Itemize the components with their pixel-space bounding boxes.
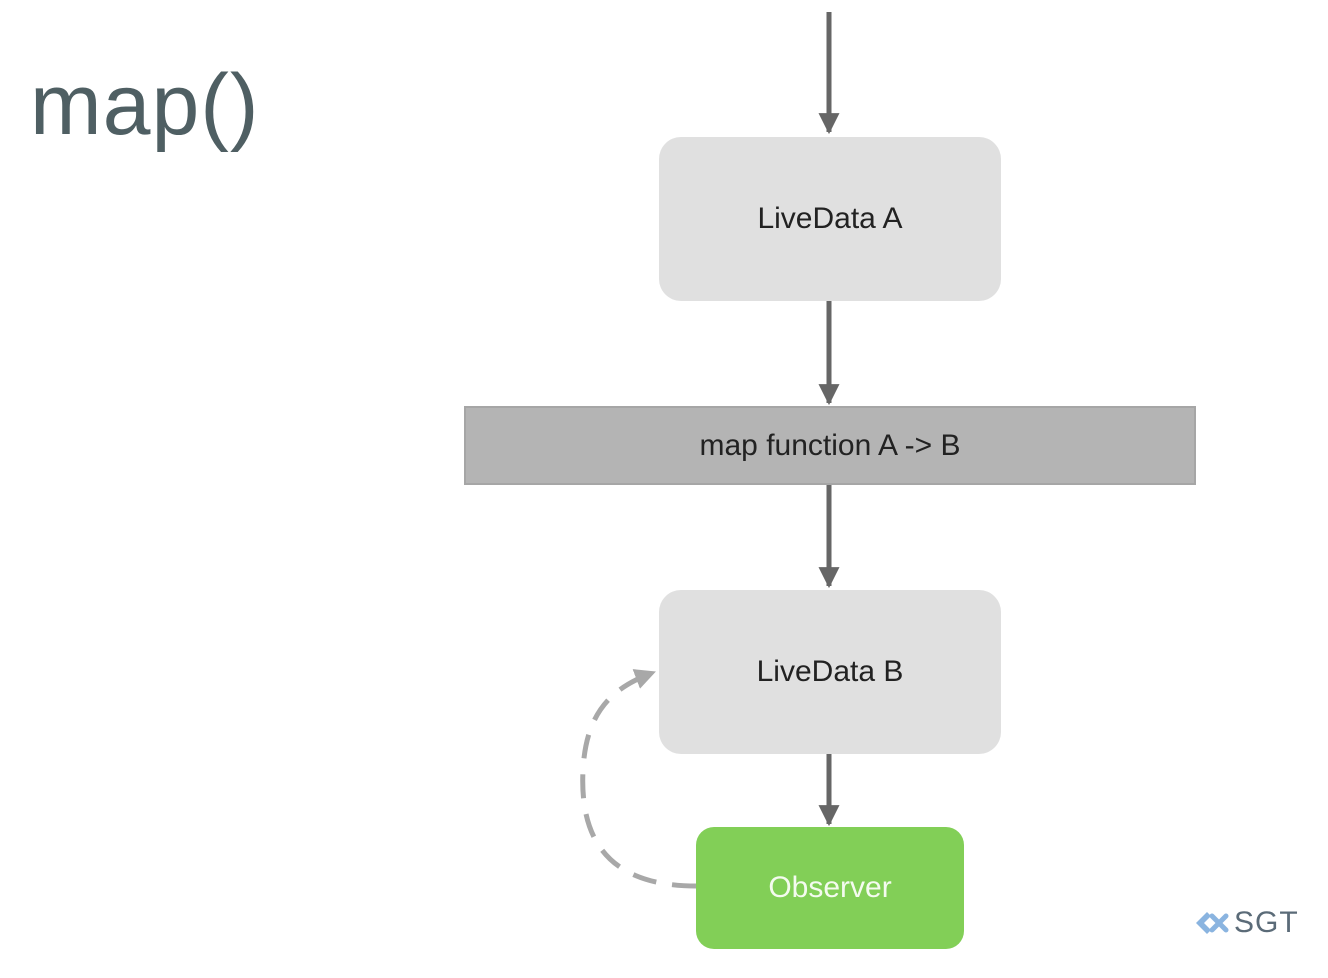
livedata-b-label: LiveData B — [756, 655, 904, 688]
livedata-a-label: LiveData A — [757, 202, 903, 235]
map-function-bar: map function A -> B — [464, 406, 1196, 485]
slide-title: map() — [30, 57, 260, 153]
observer-box: Observer — [696, 827, 964, 949]
brand-text: SGT — [1234, 906, 1299, 939]
map-function-label: map function A -> B — [699, 428, 961, 462]
x-diamond-icon — [1196, 912, 1229, 934]
livedata-a-box: LiveData A — [659, 137, 1001, 301]
livedata-b-box: LiveData B — [659, 590, 1001, 754]
dashed-arrow-observer-to-livedata-b — [580, 669, 697, 889]
brand-logo: SGT — [1192, 906, 1299, 940]
observer-label: Observer — [768, 871, 892, 904]
